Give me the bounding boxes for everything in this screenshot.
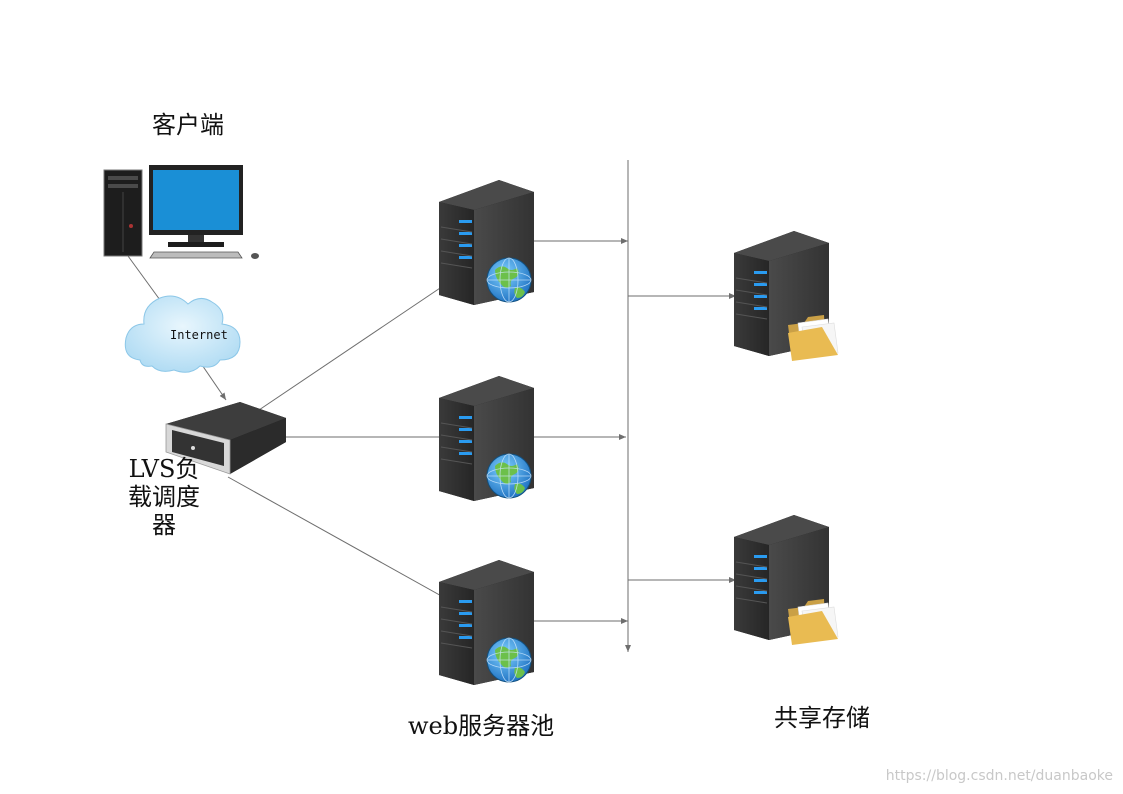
lvs-to-web1-line <box>255 279 453 413</box>
lvs-label: LVS负载调度器 <box>128 455 200 539</box>
web-server-icon <box>438 179 535 306</box>
web-server-icon <box>438 375 535 502</box>
desktop-computer-icon <box>103 165 259 259</box>
client-label: 客户端 <box>152 111 224 139</box>
load-balancer-icon <box>165 402 286 475</box>
storage-label: 共享存储 <box>774 704 870 732</box>
internet-to-lvs-line <box>199 361 227 401</box>
web-pool-label: web服务器池 <box>408 712 555 740</box>
storage-server-icon <box>733 514 839 646</box>
cloud-icon <box>124 295 241 373</box>
internet-label: Internet <box>170 328 228 342</box>
watermark: https://blog.csdn.net/duanbaoke <box>885 768 1113 784</box>
web-server-icon <box>438 559 535 686</box>
storage-server-icon <box>733 230 839 362</box>
client-to-internet-line <box>127 255 161 301</box>
